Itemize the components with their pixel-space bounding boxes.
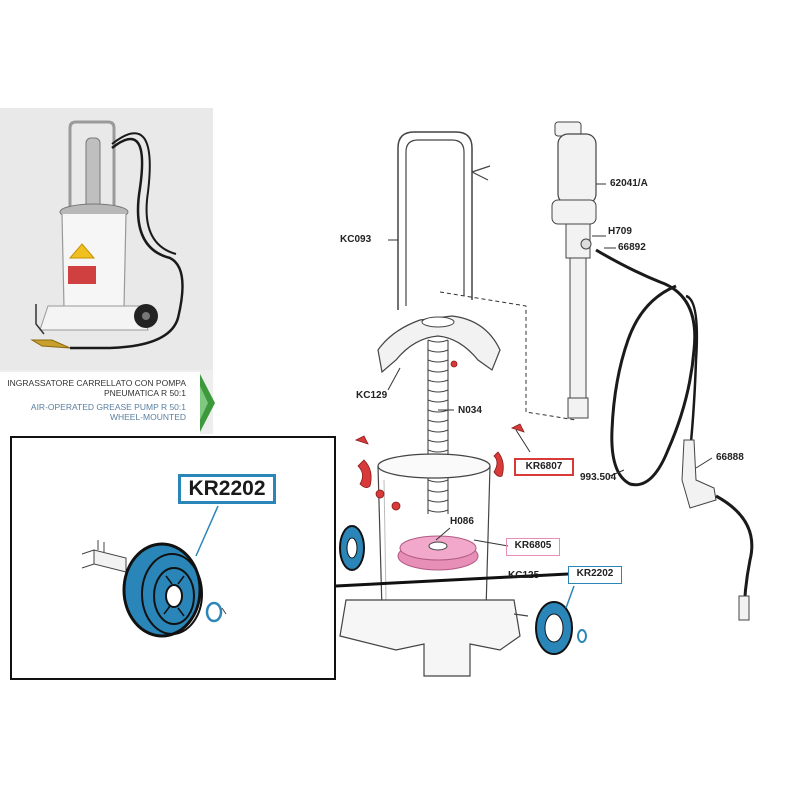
product-photo [0,108,213,370]
kc129-cover [377,315,501,374]
label-kr6807: KR6807 [514,458,574,476]
n034-spring [427,339,449,514]
label-66888: 66888 [716,452,744,463]
label-62041a: 62041/A [610,178,648,189]
label-n034: N034 [458,405,482,416]
caption-english-line-1: AIR-OPERATED GREASE PUMP R 50:1 [30,402,186,412]
kc093-handle [397,131,473,310]
label-h709: H709 [608,226,632,237]
label-kc093: KC093 [340,234,372,245]
label-kc125: KC125 [508,570,540,581]
label-kr6805: KR6805 [506,538,560,556]
caption-italian-line-2: PNEUMATICA R 50:1 [103,388,186,398]
label-h086: H086 [450,516,474,527]
label-66892: 66892 [618,242,646,253]
62041a-pump [557,133,597,205]
green-arrow-icon [200,374,215,432]
label-kr2202: KR2202 [568,566,622,584]
product-caption: INGRASSATORE CARRELLATO CON POMPA PNEUMA… [0,372,200,434]
caption-italian-line-1: INGRASSATORE CARRELLATO CON POMPA [7,378,186,388]
kr6807-hooks [354,360,525,511]
caption-english-line-2: WHEEL-MOUNTED [109,412,186,422]
right-wheel [535,601,587,655]
993504-hose [595,248,697,487]
kc125-base [339,599,521,677]
wheel-closeup [81,505,227,638]
66888-gun [681,439,717,509]
label-kc129: KC129 [356,390,388,401]
wheel-zoom-inset [10,436,336,680]
label-993504: 993.504 [580,472,617,483]
grease-pump-photo [30,120,184,350]
zoom-label-kr2202: KR2202 [178,474,276,504]
left-wheel [339,525,365,571]
